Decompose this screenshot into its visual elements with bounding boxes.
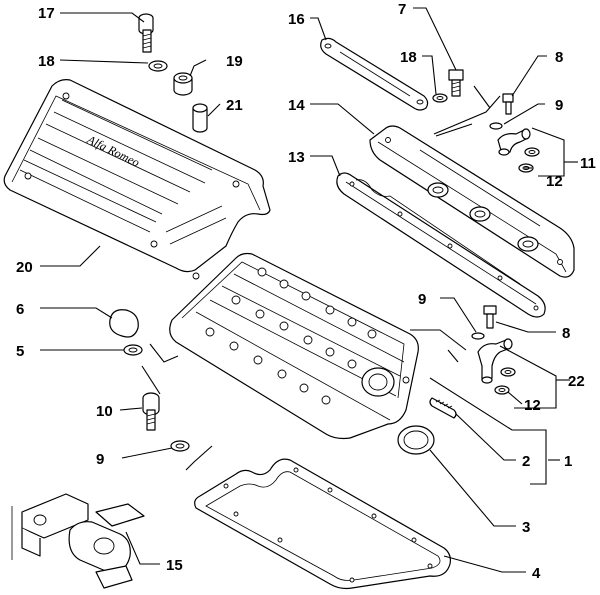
part-2-stud	[429, 397, 457, 419]
part-9-washer-top	[489, 122, 503, 130]
part-3-seal-ring	[397, 425, 435, 455]
callout-22: 22	[568, 373, 585, 390]
callout-15: 15	[166, 557, 183, 574]
part-7-bolt	[448, 69, 464, 97]
callout-18-right: 18	[400, 49, 417, 66]
callout-20: 20	[16, 259, 33, 276]
part-21-sleeve	[192, 103, 208, 133]
part-11-elbow-fitting	[497, 128, 531, 156]
callout-12-lower: 12	[524, 397, 541, 414]
part-18-washer-right	[432, 93, 448, 103]
callout-14: 14	[288, 97, 305, 114]
part-22-elbow-fitting	[477, 338, 513, 384]
callout-9-mid: 9	[418, 291, 426, 308]
callout-19: 19	[226, 53, 243, 70]
part-13-gasket	[336, 172, 546, 318]
callout-1: 1	[564, 453, 572, 470]
callout-10: 10	[96, 403, 113, 420]
callout-21: 21	[226, 97, 243, 114]
callout-5: 5	[16, 343, 24, 360]
part-20-engine-cover: Alfa Romeo	[3, 79, 271, 273]
callout-11: 11	[580, 155, 596, 172]
callout-8-mid: 8	[562, 325, 570, 342]
callout-2: 2	[522, 453, 530, 470]
callout-13: 13	[288, 149, 305, 166]
part-10-bolt	[142, 392, 160, 431]
callout-6: 6	[16, 301, 24, 318]
callout-18-top: 18	[38, 53, 55, 70]
part-16-bracket	[320, 37, 429, 111]
callout-9-left: 9	[96, 451, 104, 468]
part-15-clip	[11, 493, 145, 589]
callout-4: 4	[532, 565, 541, 582]
part-8-bolt-top	[502, 93, 514, 115]
part-5-seal	[123, 344, 143, 356]
callout-labels: 17 18 19 21 20 16 7 18 8 9 14 13 11 12 6…	[16, 1, 596, 582]
callout-17: 17	[38, 5, 55, 22]
callout-3: 3	[522, 519, 530, 536]
part-17-bolt	[138, 13, 154, 53]
callout-7: 7	[398, 1, 406, 18]
part-12-orings-top	[518, 147, 540, 173]
part-19-grommet	[173, 72, 193, 96]
part-9-washer-mid	[471, 332, 485, 340]
part-14-separator-cover	[369, 125, 575, 278]
part-18-washer-top	[148, 60, 168, 72]
part-4-gasket	[194, 458, 451, 590]
leader-lines	[40, 7, 578, 573]
part-12-orings-lower	[494, 367, 516, 395]
part-6-cap	[109, 309, 139, 338]
part-8-bolt-mid	[483, 305, 497, 329]
callout-16: 16	[288, 11, 305, 28]
callout-8-top: 8	[555, 49, 563, 66]
callout-12-top: 12	[546, 173, 563, 190]
cylinder-head-cover	[169, 252, 419, 440]
part-9-washer-left	[170, 440, 190, 452]
callout-9-top: 9	[555, 97, 563, 114]
